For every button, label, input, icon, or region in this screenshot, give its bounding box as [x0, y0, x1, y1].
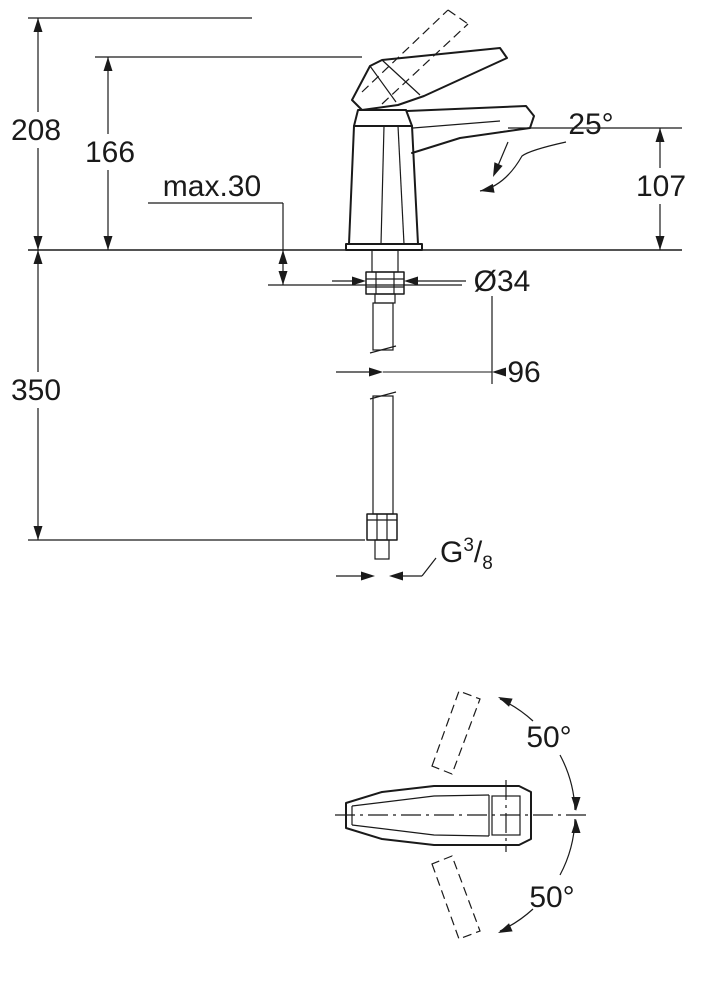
faucet-lever [351, 47, 508, 111]
swivel-arc-upper: 50° [498, 697, 581, 811]
dimension-350: 350 [11, 250, 61, 540]
hose-end-tube [374, 539, 390, 560]
label-thread-size: G3/8 [440, 535, 493, 574]
label-swivel-upper: 50° [526, 721, 571, 754]
hose-end-nut [366, 513, 398, 560]
faucet-spout [406, 105, 535, 154]
flex-hose [369, 302, 397, 515]
label-spout-angle: 25° [568, 108, 613, 141]
dimension-25deg: 25° [479, 108, 614, 193]
dimension-dia34: Ø34 [332, 265, 530, 298]
label-total-height: 208 [11, 114, 61, 147]
faucet-body [345, 109, 423, 251]
dimension-thread: G3/8 [336, 535, 493, 581]
label-swivel-lower: 50° [529, 881, 574, 914]
label-spout-height: 107 [636, 170, 686, 203]
dimension-208: 208 [11, 18, 61, 250]
thread-denominator: 8 [482, 553, 493, 574]
label-spout-projection: 96 [507, 356, 540, 389]
dimension-96: 96 [336, 296, 541, 389]
faucet-lever-raised-dashed [361, 9, 469, 105]
thread-numerator: 3 [463, 535, 474, 556]
thread-prefix: G [440, 536, 463, 569]
side-view: 208 166 max.30 25° [11, 9, 686, 581]
dimension-max30: max.30 [148, 170, 288, 285]
lever-swivel-upper-dashed [431, 690, 481, 775]
dimension-107: 107 [636, 128, 686, 250]
mounting-nut [365, 271, 405, 295]
dimension-166: 166 [85, 57, 135, 250]
hose-adapter [374, 293, 396, 304]
thread-slash: / [474, 536, 483, 569]
label-hose-length: 350 [11, 374, 61, 407]
label-hole-diameter: Ø34 [474, 265, 531, 298]
top-view: 50° 50° [335, 690, 588, 940]
swivel-arc-lower: 50° [498, 818, 581, 933]
water-stream-arrow [493, 141, 509, 177]
lever-swivel-lower-dashed [431, 855, 481, 940]
faucet-plan-outline [345, 785, 532, 846]
label-max-thickness: max.30 [163, 170, 261, 203]
spout-top-face [491, 795, 521, 836]
mounting-shank [371, 249, 399, 273]
label-body-height: 166 [85, 136, 135, 169]
